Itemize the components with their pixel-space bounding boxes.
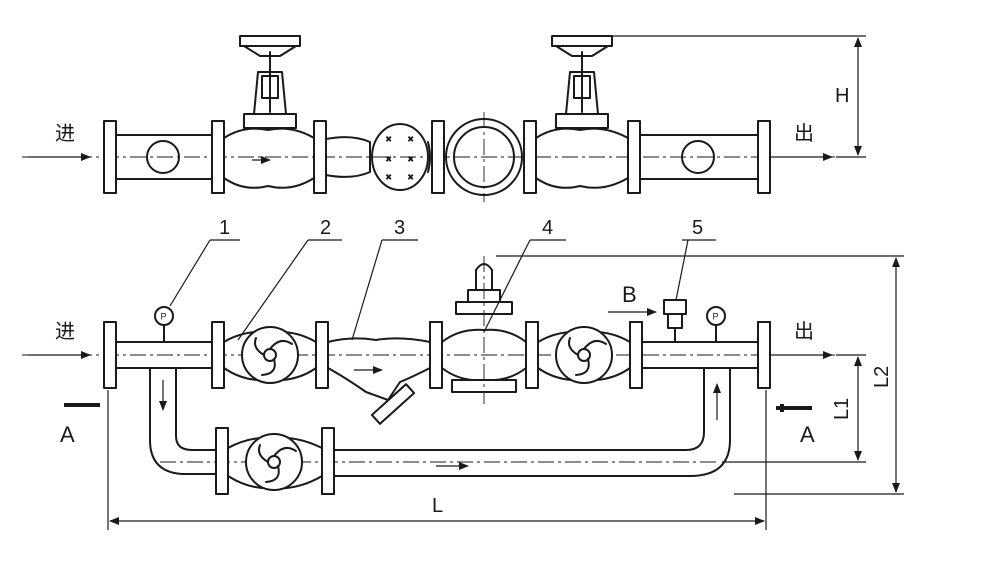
top-valve2-body xyxy=(535,127,629,189)
top-outlet-label: 出 xyxy=(794,121,814,145)
front-inlet-label: 进 xyxy=(55,319,75,343)
top-inlet-branch-circle xyxy=(146,140,180,174)
top-inlet-flange xyxy=(103,120,117,194)
callout-1: 1 xyxy=(169,217,240,307)
bypass-left-bend-inner xyxy=(175,367,217,451)
front-prv-flange-out xyxy=(525,321,539,389)
top-outlet-branch-circle xyxy=(681,140,715,174)
callout-5-label: 5 xyxy=(692,217,703,239)
bypass-pipe-outer xyxy=(333,367,731,477)
svg-text:×: × xyxy=(408,134,413,144)
front-strainer-cap xyxy=(370,383,416,425)
callout-1-label: 1 xyxy=(219,217,230,239)
callout-4-leader xyxy=(483,239,531,333)
top-valve2-handwheel-spokes xyxy=(555,45,609,57)
top-valve1-flange-out xyxy=(313,120,327,194)
gauge1-mark: P xyxy=(161,312,167,322)
callout-2-label: 2 xyxy=(320,217,331,239)
front-outlet-flange xyxy=(757,321,771,389)
svg-text:×: × xyxy=(408,154,413,164)
top-valve1-handwheel-spokes xyxy=(243,45,297,57)
section-label-right: A xyxy=(800,422,815,447)
front-outlet-label: 出 xyxy=(794,319,814,343)
top-valve2-bonnet-flange xyxy=(555,113,609,129)
bypass-valve-flange-in xyxy=(215,427,229,495)
front-prv-flange-in xyxy=(429,321,443,389)
svg-text:×: × xyxy=(408,172,413,182)
callout-2-leader xyxy=(237,239,309,341)
top-strainer-outlet xyxy=(427,141,431,173)
top-valve1-body xyxy=(223,127,315,189)
front-valve2-spokes xyxy=(568,337,607,376)
top-valve2-flange-out xyxy=(627,120,641,194)
callout-5-leader xyxy=(675,239,689,301)
top-valve1-handwheel xyxy=(239,35,301,47)
top-view: 进 × × × × × × xyxy=(22,35,866,202)
top-strainer-bolts: × × × × × × xyxy=(385,133,413,182)
callout-4: 4 xyxy=(483,217,566,333)
top-outlet-flange xyxy=(757,120,771,194)
top-prv-flange-out xyxy=(523,120,537,194)
safety-valve-body xyxy=(667,313,683,329)
top-strainer-neck xyxy=(325,136,371,178)
front-view: 进 P xyxy=(22,217,904,530)
callout-3: 3 xyxy=(351,217,418,341)
top-valve1-bonnet-flange xyxy=(243,113,297,129)
section-label-left: A xyxy=(60,422,75,447)
callout-5: 5 xyxy=(675,217,716,301)
dim-l1-label: L1 xyxy=(831,398,853,420)
bypass-pipe-inner xyxy=(333,367,705,451)
bypass-left-bend-outer xyxy=(149,367,217,475)
front-valve2-flange-out xyxy=(629,321,643,389)
dim-h-label: H xyxy=(835,85,849,107)
top-valve1-flange-in xyxy=(211,120,225,194)
top-inlet-label: 进 xyxy=(55,121,75,145)
front-valve1-handwheel xyxy=(241,326,299,384)
gauge1-dial xyxy=(154,306,174,326)
dim-l2-label: L2 xyxy=(871,366,893,388)
top-valve1-gland xyxy=(261,75,279,99)
top-strainer-body xyxy=(371,123,429,191)
bypass-valve-handwheel xyxy=(245,433,303,491)
svg-text:×: × xyxy=(386,172,391,182)
callout-3-label: 3 xyxy=(394,217,405,239)
svg-text:×: × xyxy=(386,154,391,164)
front-strainer-body xyxy=(327,337,431,401)
dim-l-label: L xyxy=(432,495,443,517)
top-valve2-handwheel xyxy=(551,35,613,47)
top-valve2-gland xyxy=(573,75,591,99)
gauge2-mark: P xyxy=(713,312,719,322)
callout-3-leader xyxy=(351,239,383,341)
front-valve2-handwheel xyxy=(555,326,613,384)
bypass-valve-spokes xyxy=(258,444,297,483)
callout-1-leader xyxy=(169,239,211,307)
bypass-valve-flange-out xyxy=(321,427,335,495)
gauge2-dial xyxy=(706,306,726,326)
safety-valve-cap xyxy=(663,299,687,315)
callout-4-label: 4 xyxy=(542,217,553,239)
front-inlet-flange xyxy=(103,321,117,389)
top-prv-flange-in xyxy=(431,120,445,194)
svg-text:×: × xyxy=(386,134,391,144)
view-b-label: B xyxy=(622,282,637,307)
front-valve1-flange-in xyxy=(211,321,225,389)
callout-2: 2 xyxy=(237,217,342,341)
front-valve1-spokes xyxy=(254,337,293,376)
front-valve1-flange-out xyxy=(315,321,329,389)
